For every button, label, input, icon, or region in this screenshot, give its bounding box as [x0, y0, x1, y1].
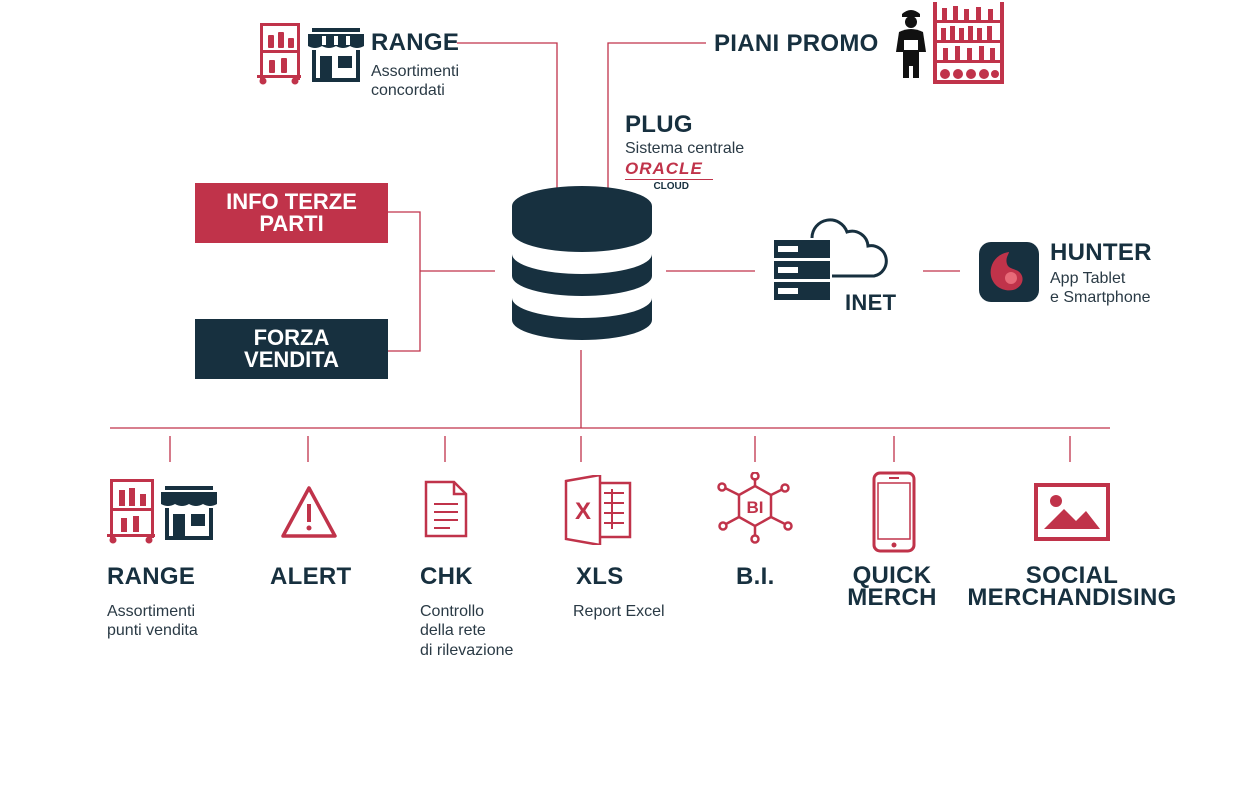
- range-bottom-sub-2: punti vendita: [107, 622, 198, 639]
- info-terze-parti-line2: PARTI: [259, 211, 324, 236]
- plug-title: PLUG: [625, 111, 693, 138]
- bi-network-icon: BI: [717, 472, 793, 544]
- svg-text:X: X: [575, 498, 591, 525]
- social-merchandising-title: SOCIAL MERCHANDISING: [962, 562, 1182, 611]
- chk-sub-1: Controllo: [420, 603, 485, 620]
- smartphone-icon: [872, 471, 916, 553]
- oracle-logo-sub: CLOUD: [653, 181, 689, 192]
- alert-title: ALERT: [270, 563, 352, 590]
- social-merch-line1: SOCIAL: [1025, 562, 1119, 589]
- image-icon: [1034, 483, 1110, 541]
- range-top-subtitle-2: concordati: [371, 82, 445, 99]
- inet-title: INET: [845, 290, 897, 315]
- piani-promo-title: PIANI PROMO: [714, 30, 879, 57]
- shop-cart-store-icon: [107, 479, 217, 544]
- forza-vendita-line2: VENDITA: [244, 347, 339, 372]
- forza-vendita-box: FORZA VENDITA: [195, 319, 388, 379]
- range-bottom-sub-1: Assortimenti: [107, 603, 196, 620]
- range-top-title: RANGE: [371, 29, 460, 56]
- range-bottom-title: RANGE: [107, 563, 196, 590]
- document-icon: [424, 480, 468, 538]
- chk-sub-3: di rilevazione: [420, 642, 514, 659]
- oracle-underline: [625, 179, 713, 180]
- shop-cart-icon: [257, 23, 301, 85]
- quick-merch-line1: QUICK: [852, 562, 932, 589]
- database-icon: [512, 186, 652, 340]
- range-top-subtitle-1: Assortimenti: [371, 63, 460, 80]
- hunter-subtitle-2: e Smartphone: [1050, 289, 1151, 306]
- oracle-logo-text: ORACLE: [625, 159, 703, 178]
- hunter-subtitle-1: App Tablet: [1050, 270, 1126, 287]
- xls-title: XLS: [576, 563, 624, 590]
- forza-vendita-line1: FORZA: [253, 325, 330, 350]
- quick-merch-title: QUICK MERCH: [832, 562, 952, 611]
- quick-merch-line2: MERCH: [847, 584, 937, 611]
- chk-sub-2: della rete: [420, 622, 486, 639]
- excel-icon: X: [564, 475, 632, 545]
- store-icon: [308, 28, 364, 82]
- warning-icon: [281, 486, 337, 538]
- info-terze-parti-box: INFO TERZE PARTI: [195, 183, 388, 243]
- chk-title: CHK: [420, 563, 473, 590]
- svg-text:BI: BI: [747, 498, 764, 517]
- xls-sub-1: Report Excel: [573, 603, 665, 620]
- bi-title: B.I.: [736, 563, 775, 590]
- hunter-title: HUNTER: [1050, 239, 1152, 266]
- plug-subtitle: Sistema centrale: [625, 140, 745, 157]
- social-merch-line2: MERCHANDISING: [967, 584, 1177, 611]
- server-cloud-icon: [774, 218, 888, 300]
- info-terze-parti-line1: INFO TERZE: [226, 189, 357, 214]
- oracle-cloud-logo: ORACLE CLOUD: [625, 160, 717, 193]
- shelf-icon: [933, 2, 1004, 84]
- promoter-woman-icon: [896, 10, 926, 78]
- hunter-app-icon: [979, 242, 1039, 302]
